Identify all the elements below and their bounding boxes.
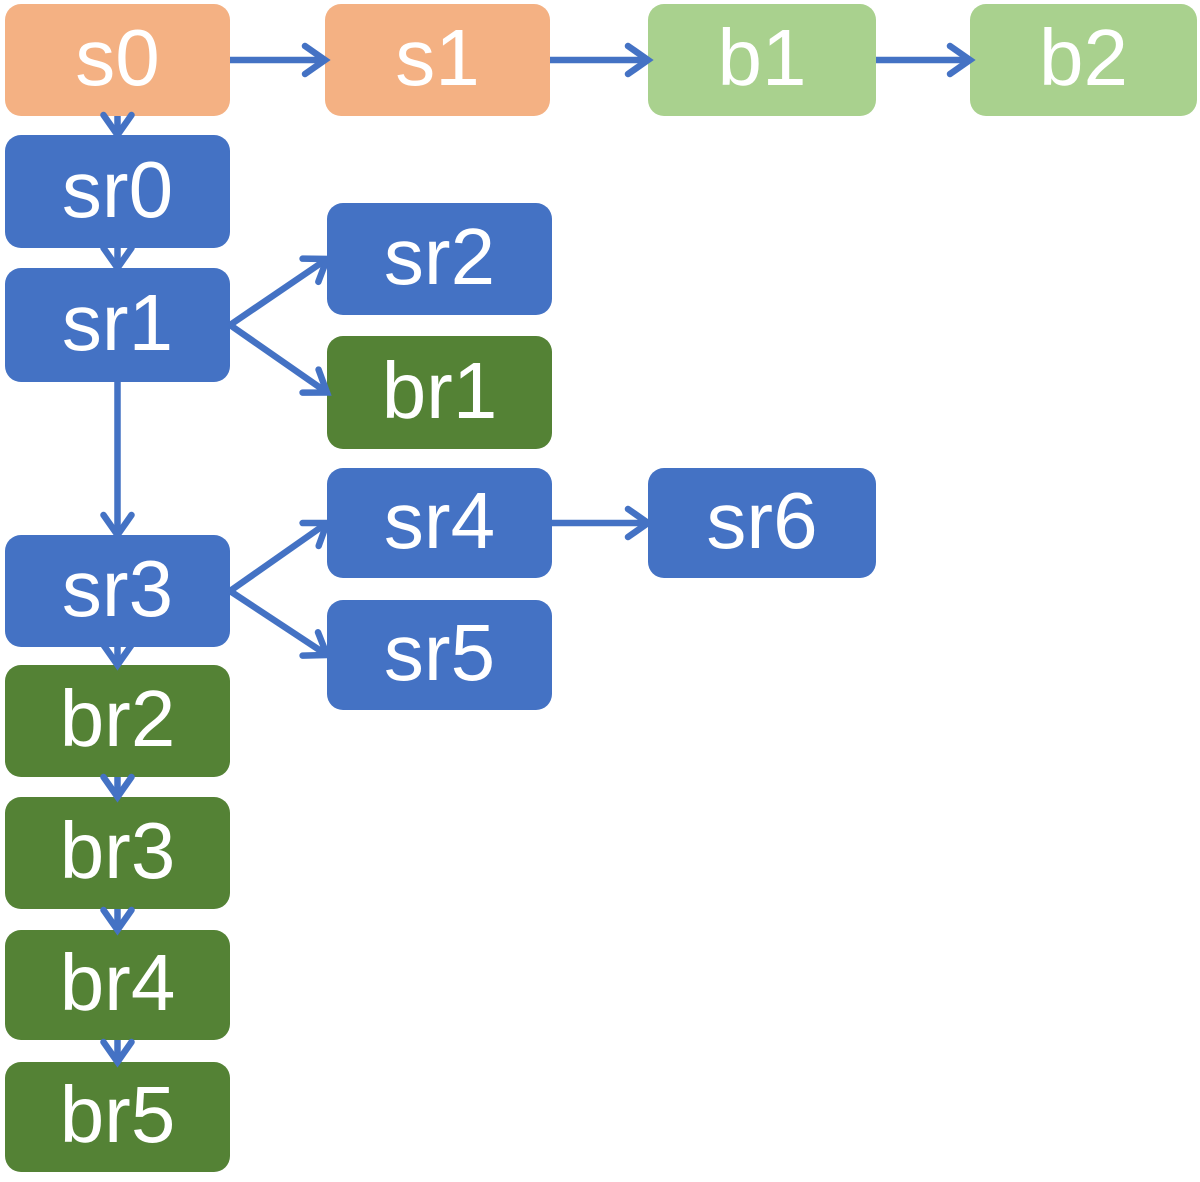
node-sr1: sr1 bbox=[5, 268, 230, 382]
node-label: s0 bbox=[75, 13, 160, 102]
node-label: br1 bbox=[381, 345, 498, 435]
node-br4: br4 bbox=[5, 930, 230, 1040]
node-label: s1 bbox=[395, 13, 480, 102]
node-br3: br3 bbox=[5, 797, 230, 909]
node-sr2: sr2 bbox=[327, 203, 552, 315]
node-label: sr3 bbox=[61, 544, 174, 633]
node-sr4: sr4 bbox=[327, 468, 552, 578]
node-sr6: sr6 bbox=[648, 468, 876, 578]
node-label: sr5 bbox=[383, 608, 496, 697]
node-sr3: sr3 bbox=[5, 535, 230, 647]
node-label: sr2 bbox=[383, 212, 496, 301]
node-sr5: sr5 bbox=[327, 600, 552, 710]
node-b1: b1 bbox=[648, 4, 876, 116]
node-label: br3 bbox=[59, 806, 176, 895]
node-label: sr1 bbox=[61, 278, 174, 367]
node-br5: br5 bbox=[5, 1062, 230, 1172]
node-label: br2 bbox=[59, 674, 176, 763]
node-label: sr4 bbox=[383, 476, 496, 565]
node-label: sr6 bbox=[706, 476, 818, 565]
node-sr0: sr0 bbox=[5, 135, 230, 248]
node-label: sr0 bbox=[61, 144, 174, 234]
node-s0: s0 bbox=[5, 4, 230, 116]
node-label: br5 bbox=[59, 1070, 176, 1159]
node-s1: s1 bbox=[325, 4, 550, 116]
node-br1: br1 bbox=[327, 336, 552, 449]
node-b2: b2 bbox=[970, 4, 1197, 116]
node-label: br4 bbox=[59, 938, 176, 1027]
node-label: b1 bbox=[717, 13, 807, 102]
node-br2: br2 bbox=[5, 665, 230, 777]
node-label: b2 bbox=[1039, 13, 1128, 102]
